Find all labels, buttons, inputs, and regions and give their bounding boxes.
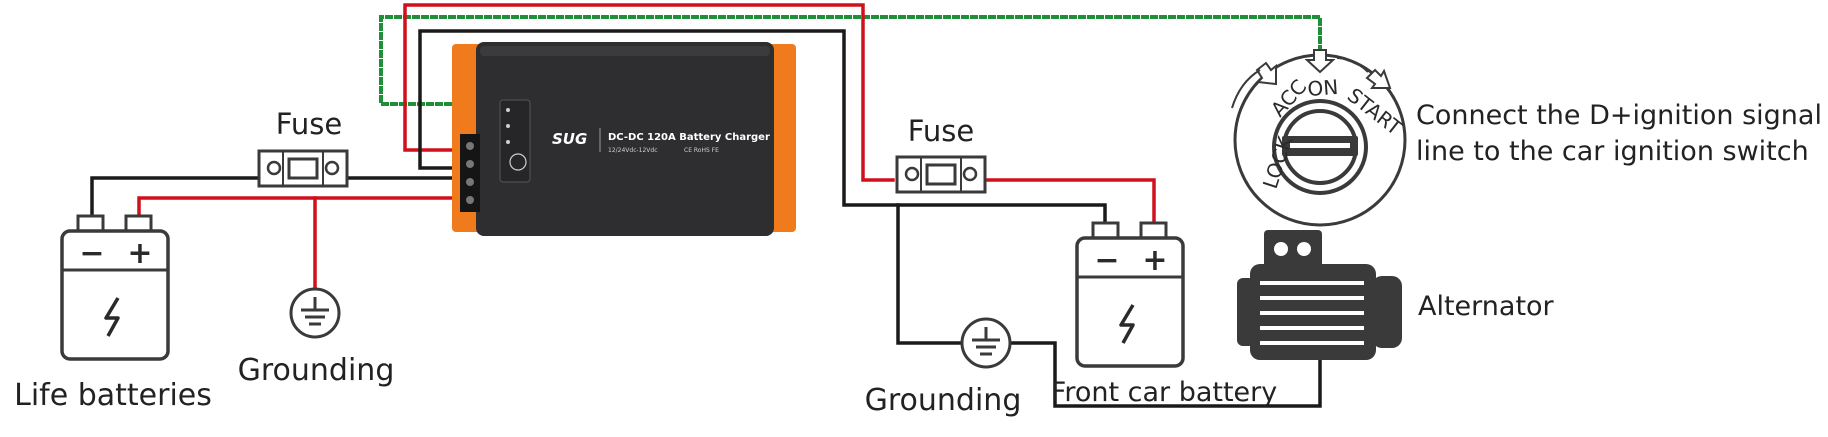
negative-wire-life-battery <box>90 176 469 215</box>
fuse-left-element <box>287 157 319 180</box>
fuse-left-bolt-b <box>324 160 340 176</box>
charger-model: DC-DC 120A Battery Charger <box>608 132 770 143</box>
fuse-right <box>895 155 987 194</box>
charger-top-bevel <box>480 46 770 56</box>
ignition-arrow-start <box>1365 68 1392 89</box>
ignition-arrow-on <box>1304 49 1336 74</box>
d-plus-signal-wire <box>379 15 1322 106</box>
charger-rating: 12/24Vdc-12Vdc <box>608 147 658 154</box>
ignition-note-line1: Connect the D+ignition signal <box>1416 100 1822 131</box>
indicator-led-3 <box>506 140 510 144</box>
alternator-fin-2 <box>1260 296 1364 300</box>
ignition-note-line2: line to the car ignition switch <box>1416 136 1809 167</box>
front-car-battery-icon: − + <box>1075 221 1185 368</box>
terminal-screw-4 <box>466 196 474 204</box>
life-battery-pos-sign: + <box>127 236 152 271</box>
alternator-fin-4 <box>1260 326 1364 330</box>
fuse-left <box>257 149 349 188</box>
alternator-top-block <box>1264 230 1322 270</box>
alternator-left-cap <box>1237 278 1255 346</box>
positive-wire-output <box>403 3 895 182</box>
fuse-left-bolt-a <box>266 160 282 176</box>
front-battery-bolt-icon <box>1119 304 1135 344</box>
wires <box>90 3 1322 408</box>
alternator-fin-1 <box>1260 281 1364 285</box>
life-battery-icon: − + <box>60 214 170 361</box>
dc-dc-charger: SUG DC-DC 120A Battery Charger 12/24Vdc-… <box>452 42 796 236</box>
indicator-dial <box>509 153 527 171</box>
fuse-right-element <box>925 163 957 186</box>
alternator-fin-3 <box>1260 311 1364 315</box>
ignition-arc-right <box>1336 57 1369 73</box>
charger-body <box>476 42 774 236</box>
positive-wire-front-battery <box>983 178 1156 227</box>
alternator-right-cap <box>1372 276 1402 348</box>
grounding-right-icon <box>960 317 1012 369</box>
charger-indicator-panel <box>499 99 531 183</box>
charger-brand: SUG <box>552 130 587 148</box>
ignition-switch-icon: LOCK ACC ON START <box>1231 49 1407 227</box>
front-battery-body <box>1075 236 1185 368</box>
fuse-right-label: Fuse <box>908 114 974 148</box>
indicator-led-1 <box>506 108 510 112</box>
ignition-arc-left <box>1231 69 1261 109</box>
charger-terminal-block <box>460 134 480 212</box>
indicator-led-2 <box>506 124 510 128</box>
ignition-key-slot-inner <box>1290 143 1350 148</box>
fuse-left-label: Fuse <box>276 107 342 141</box>
alternator-label: Alternator <box>1418 291 1555 322</box>
alternator-icon <box>1237 230 1402 360</box>
alternator-hole-a <box>1274 242 1288 256</box>
grounding-right-circle <box>960 317 1012 369</box>
terminal-screw-2 <box>466 160 474 168</box>
alternator-hole-b <box>1297 242 1311 256</box>
negative-wire-charger-out <box>418 29 1107 227</box>
ignition-pos-on: ON <box>1307 75 1339 101</box>
front-battery-neg-sign: − <box>1094 243 1119 278</box>
grounding-left-label: Grounding <box>238 353 395 388</box>
front-battery-pos-sign: + <box>1142 243 1167 278</box>
grounding-right-label: Grounding <box>865 383 1022 418</box>
terminal-screw-1 <box>466 142 474 150</box>
grounding-left-circle <box>289 287 341 339</box>
alternator-fin-5 <box>1260 341 1364 345</box>
grounding-left-icon <box>289 287 341 339</box>
charger-certs: CE RoHS FE <box>684 147 719 154</box>
grounding-wire-right <box>896 203 1322 408</box>
life-battery-bolt-icon <box>104 297 120 337</box>
fuse-right-bolt-b <box>962 166 978 182</box>
ignition-arrow-acc <box>1255 61 1277 86</box>
fuse-right-bolt-a <box>904 166 920 182</box>
life-battery-body <box>60 229 170 361</box>
positive-wire-life-battery <box>137 196 469 220</box>
life-battery-neg-sign: − <box>79 236 104 271</box>
front-car-battery-label: Front car battery <box>1051 377 1278 408</box>
terminal-screw-3 <box>466 178 474 186</box>
life-batteries-label: Life batteries <box>14 378 212 413</box>
